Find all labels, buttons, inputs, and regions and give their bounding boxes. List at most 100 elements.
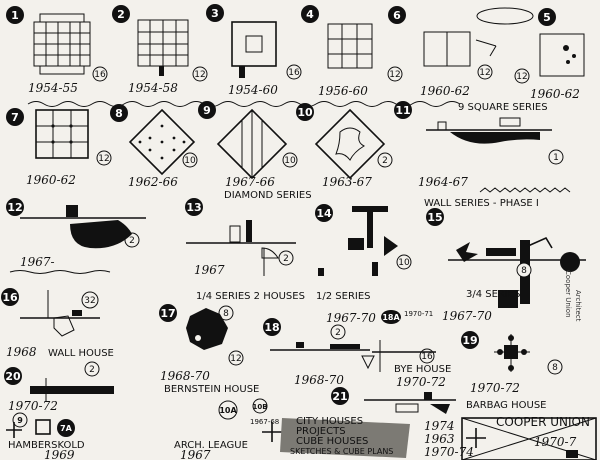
svg-text:2: 2 — [117, 8, 125, 21]
svg-text:1967-68: 1967-68 — [250, 418, 279, 426]
note-city-houses: CITY HOUSES — [296, 416, 363, 427]
svg-text:1967-70: 1967-70 — [326, 311, 376, 325]
svg-text:10: 10 — [398, 258, 410, 268]
svg-text:1954-58: 1954-58 — [128, 81, 178, 95]
nine-square-grid-drawing — [33, 13, 91, 75]
hamberskold-label: HAMBERSKOLD — [8, 440, 85, 451]
svg-text:8: 8 — [521, 266, 527, 276]
svg-text:2: 2 — [382, 156, 388, 166]
item-13: 13 1967 2 — [185, 198, 296, 277]
svg-text:1968: 1968 — [6, 345, 37, 359]
item-17: 17 1968-70 BERNSTEIN HOUSE 8 12 — [159, 304, 259, 395]
svg-text:1967: 1967 — [180, 448, 211, 460]
svg-text:2: 2 — [335, 328, 341, 338]
svg-text:9: 9 — [17, 416, 23, 425]
item-2: 2 1954-58 12 — [112, 5, 208, 95]
item-count: 16 — [94, 70, 106, 80]
series-label-diamond: DIAMOND SERIES — [224, 190, 312, 201]
item-7: 7 1960-62 12 — [6, 108, 112, 187]
series-label-half: 1/2 SERIES — [316, 291, 371, 302]
svg-text:1968-70: 1968-70 — [160, 369, 210, 383]
svg-text:1970-7: 1970-7 — [534, 435, 577, 449]
svg-text:1967-66: 1967-66 — [225, 175, 275, 189]
svg-text:19: 19 — [462, 334, 477, 347]
item-8: 8 1962-66 10 — [110, 104, 198, 189]
svg-text:8: 8 — [223, 309, 229, 319]
svg-text:16: 16 — [2, 291, 18, 304]
wall-house-label: WALL HOUSE — [48, 348, 114, 359]
svg-text:12: 12 — [479, 68, 490, 78]
svg-text:5: 5 — [543, 11, 551, 24]
item-20: 20 2 1970-72 — [4, 361, 114, 413]
item-18a: 18A 1970-71 16 BYE HOUSE 1970-72 — [372, 310, 451, 389]
svg-text:10: 10 — [297, 106, 313, 119]
svg-text:2: 2 — [283, 254, 289, 264]
svg-text:1970-72: 1970-72 — [8, 399, 58, 413]
svg-text:1962-66: 1962-66 — [128, 175, 178, 189]
svg-text:8: 8 — [115, 107, 123, 120]
svg-text:1974: 1974 — [424, 419, 455, 433]
arch-league-group: 10A 10B 1967-68 ARCH. LEAGUE 1967 — [174, 398, 282, 460]
item-10: 10 1963-67 2 — [296, 103, 393, 189]
svg-text:12: 12 — [7, 201, 22, 214]
architect-note: Architect — [574, 290, 582, 322]
svg-text:1967-70: 1967-70 — [442, 309, 492, 323]
series-label-wall-phase: WALL SERIES - PHASE I — [424, 198, 539, 209]
svg-text:2: 2 — [129, 236, 135, 246]
svg-text:2: 2 — [89, 365, 95, 375]
svg-text:7A: 7A — [60, 424, 73, 433]
hamberskold-group: 9 7A HAMBERSKOLD 1969 — [6, 412, 85, 460]
svg-text:20: 20 — [5, 370, 21, 383]
svg-text:18A: 18A — [382, 313, 400, 322]
svg-text:1970-71: 1970-71 — [404, 310, 433, 318]
svg-text:1969: 1969 — [44, 448, 75, 460]
svg-text:12: 12 — [516, 72, 527, 82]
svg-text:1967-: 1967- — [20, 255, 55, 269]
svg-text:1956-60: 1956-60 — [318, 84, 368, 98]
cooper-union-label: COOPER UNION — [496, 415, 590, 429]
svg-text:13: 13 — [186, 201, 201, 214]
svg-text:1968-70: 1968-70 — [294, 373, 344, 387]
item-15: 15 1967-70 8 — [426, 208, 586, 323]
svg-text:12: 12 — [98, 154, 109, 164]
item-12: 12 1967- 2 — [6, 198, 146, 274]
svg-text:1960-62: 1960-62 — [420, 84, 470, 98]
svg-text:1970-72: 1970-72 — [396, 375, 446, 389]
svg-text:16: 16 — [288, 68, 300, 78]
bye-house-label: BYE HOUSE — [394, 364, 451, 375]
note-sketches: SKETCHES & CUBE PLANS — [290, 447, 393, 456]
item-18: 18 1968-70 2 — [263, 318, 375, 387]
svg-text:1970-72: 1970-72 — [470, 381, 520, 395]
svg-text:1967: 1967 — [194, 263, 225, 277]
svg-text:1960-62: 1960-62 — [26, 173, 76, 187]
svg-text:17: 17 — [160, 307, 175, 320]
svg-text:10: 10 — [284, 156, 296, 166]
item-16: 16 1968 WALL HOUSE 32 — [1, 288, 114, 359]
series-label-quarter: 1/4 SERIES 2 HOUSES — [196, 291, 305, 302]
svg-text:3: 3 — [211, 7, 219, 20]
svg-text:9: 9 — [203, 104, 211, 117]
svg-text:10B: 10B — [252, 403, 267, 411]
svg-text:12: 12 — [194, 70, 205, 80]
series-label-nine-square: 9 SQUARE SERIES — [458, 102, 548, 113]
item-19: 19 1970-72 BARBAG HOUSE 8 — [461, 331, 563, 411]
svg-text:6: 6 — [393, 9, 401, 22]
item-dates: 1954-55 — [28, 81, 78, 95]
note-cube-houses: CUBE HOUSES — [296, 436, 368, 447]
series-label-three-quarter: 3/4 SERIES — [466, 289, 521, 300]
item-1: 1 1954-55 16 — [6, 6, 108, 95]
svg-text:14: 14 — [316, 207, 332, 220]
bernstein-house-label: BERNSTEIN HOUSE — [164, 384, 259, 395]
item-14: 14 1967-70 10 — [315, 204, 412, 325]
notes-group: CITY HOUSES PROJECTS CUBE HOUSES SKETCHE… — [280, 416, 410, 458]
cooper-union-group: COOPER UNION 1970-7 — [461, 415, 597, 460]
svg-text:16: 16 — [421, 352, 433, 362]
arch-league-label: ARCH. LEAGUE — [174, 440, 248, 451]
item-9: 9 1967-66 10 — [198, 101, 298, 189]
item-3: 3 1954-60 16 — [206, 4, 302, 97]
svg-text:1963-67: 1963-67 — [322, 175, 372, 189]
svg-text:11: 11 — [395, 104, 410, 117]
svg-text:21: 21 — [332, 390, 347, 403]
